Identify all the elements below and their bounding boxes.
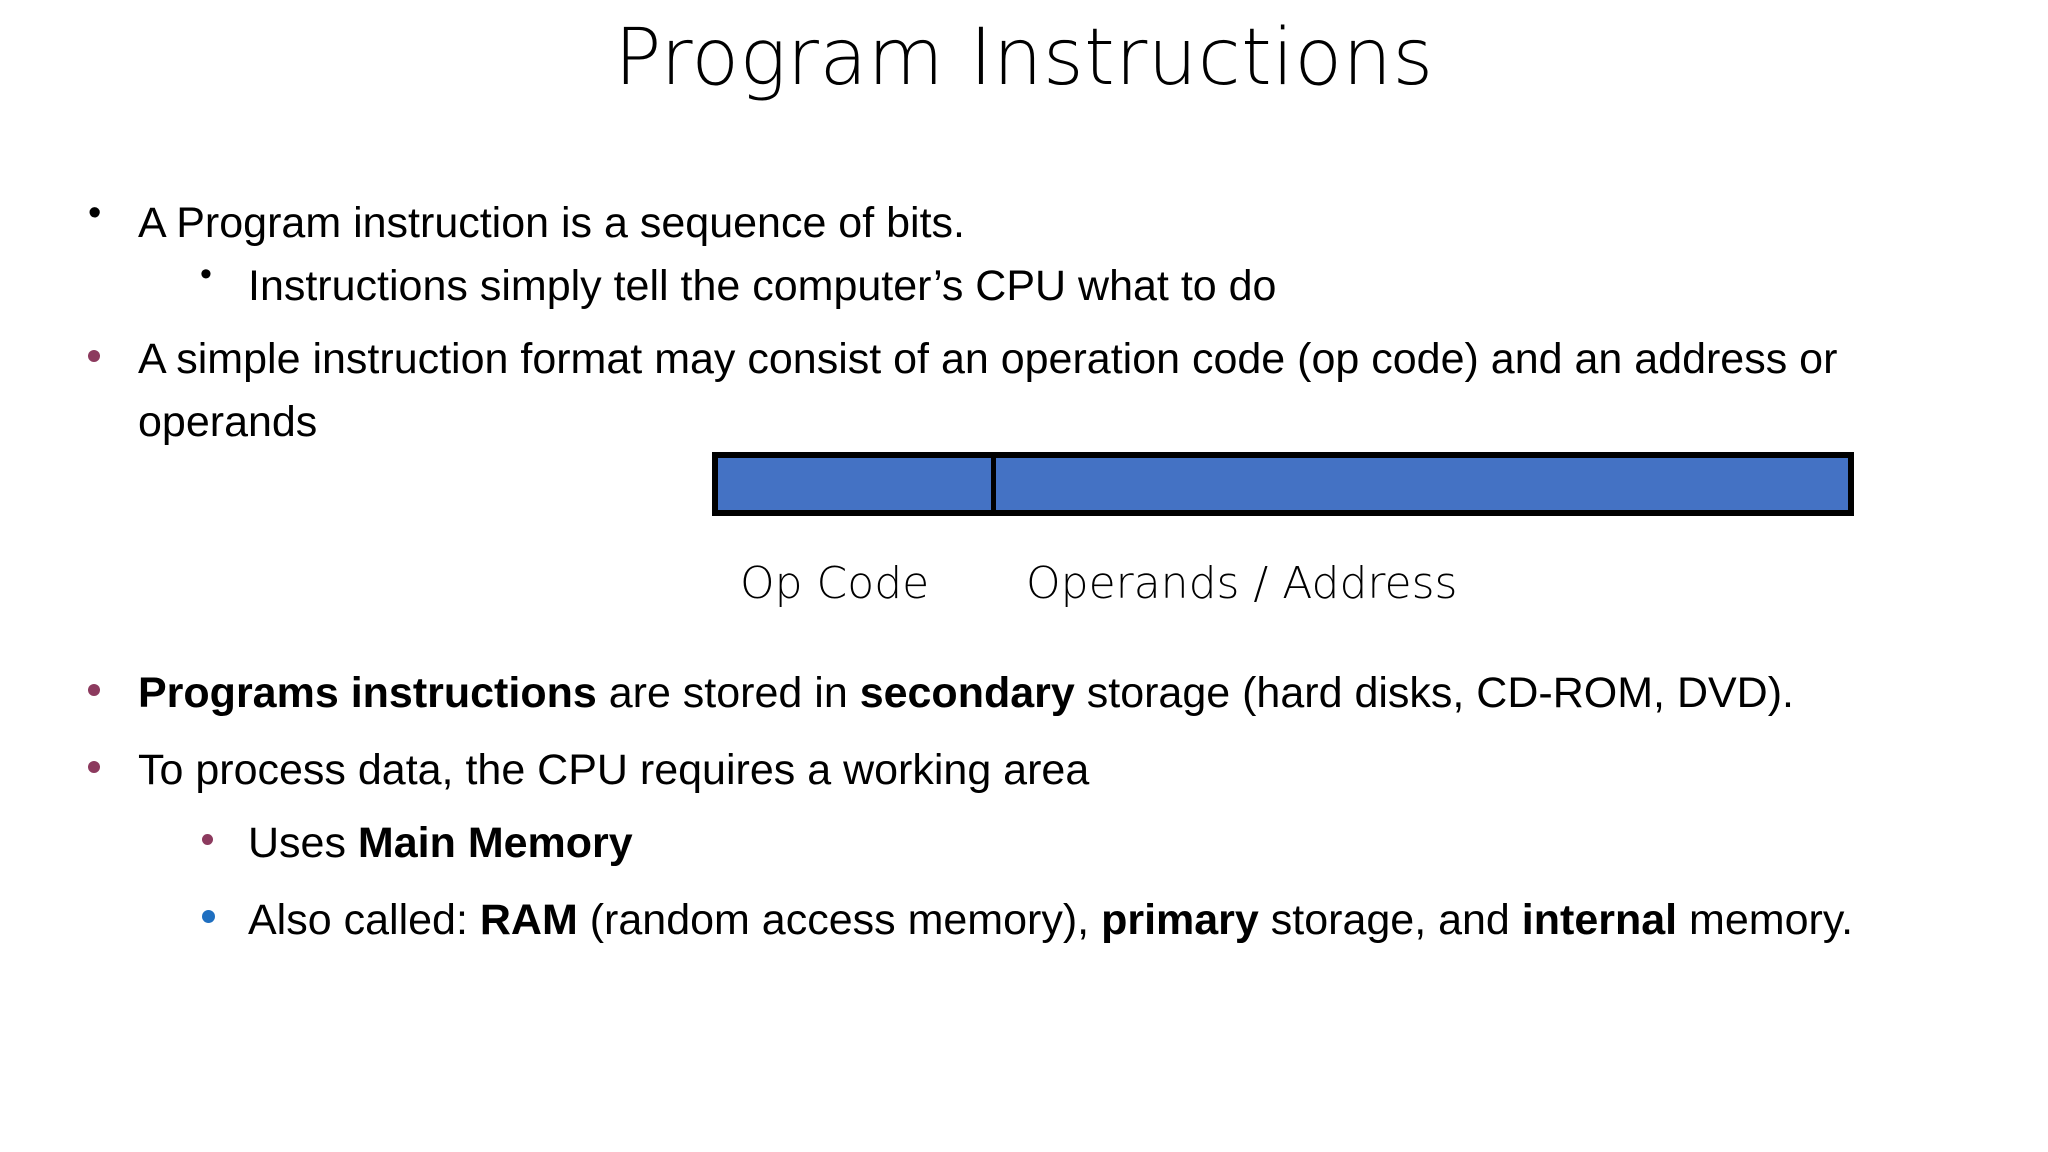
diagram-segment-operands-address <box>996 458 1848 510</box>
bullet-text-bold-internal: internal <box>1521 896 1678 944</box>
diagram-label-op-code: Op Code <box>740 558 930 609</box>
bullet-text-bold-ram: RAM <box>479 896 578 944</box>
bullet-item-program-instruction: • A Program instruction is a sequence of… <box>72 192 1982 255</box>
dot-bullet-maroon-icon <box>202 834 213 845</box>
disc-bullet-black-icon: • <box>88 192 102 234</box>
diagram-label-operands-address: Operands / Address <box>1026 558 1458 609</box>
dot-bullet-maroon-icon <box>88 350 100 362</box>
bullet-text: Instructions simply tell the computer’s … <box>248 262 1277 310</box>
bullet-item-uses-main-memory: Uses Main Memory <box>72 812 1982 875</box>
dot-bullet-blue-icon <box>202 910 215 923</box>
bullet-text-bold-main-memory: Main Memory <box>357 819 633 867</box>
diagram-labels: Op Code Operands / Address <box>712 555 1854 615</box>
bullet-text: Programs instructions are stored in seco… <box>138 662 1982 725</box>
diagram-segment-op-code <box>718 458 996 510</box>
bullet-text-bold-primary: primary <box>1101 896 1259 944</box>
bullet-text-plain: storage (hard disks, CD-ROM, DVD). <box>1074 669 1794 717</box>
bullet-item-also-called-ram: Also called: RAM (random access memory),… <box>72 889 1982 952</box>
bullet-text: A simple instruction format may consist … <box>138 335 1838 446</box>
bullet-text: To process data, the CPU requires a work… <box>138 746 1090 794</box>
disc-bullet-black-icon: • <box>200 255 212 293</box>
bullet-text-plain: Uses <box>248 819 358 867</box>
bullet-text-plain: storage, and <box>1258 896 1522 944</box>
bullet-item-instruction-format: A simple instruction format may consist … <box>72 328 1982 454</box>
bullet-text-bold-secondary: secondary <box>859 669 1075 717</box>
bullet-text-plain: Also called: <box>248 896 480 944</box>
bullet-text-plain: are stored in <box>596 669 860 717</box>
bullet-text: Uses Main Memory <box>248 812 1982 875</box>
dot-bullet-maroon-icon <box>88 684 100 696</box>
slide-body: • A Program instruction is a sequence of… <box>72 192 1982 952</box>
bullet-text-plain: (random access memory), <box>577 896 1102 944</box>
dot-bullet-maroon-icon <box>88 761 100 773</box>
bullet-text-plain: memory. <box>1677 896 1854 944</box>
bullet-item-instructions-tell-cpu: • Instructions simply tell the computer’… <box>72 255 1982 318</box>
bullet-item-stored-in-secondary: Programs instructions are stored in seco… <box>72 662 1982 725</box>
bullet-text-bold-programs-instructions: Programs instructions <box>138 669 597 717</box>
bullet-item-working-area: To process data, the CPU requires a work… <box>72 739 1982 802</box>
bullet-text: A Program instruction is a sequence of b… <box>138 199 965 247</box>
page-title: Program Instructions <box>614 13 1434 103</box>
bullet-text: Also called: RAM (random access memory),… <box>248 889 1982 952</box>
instruction-format-diagram <box>712 452 1854 516</box>
